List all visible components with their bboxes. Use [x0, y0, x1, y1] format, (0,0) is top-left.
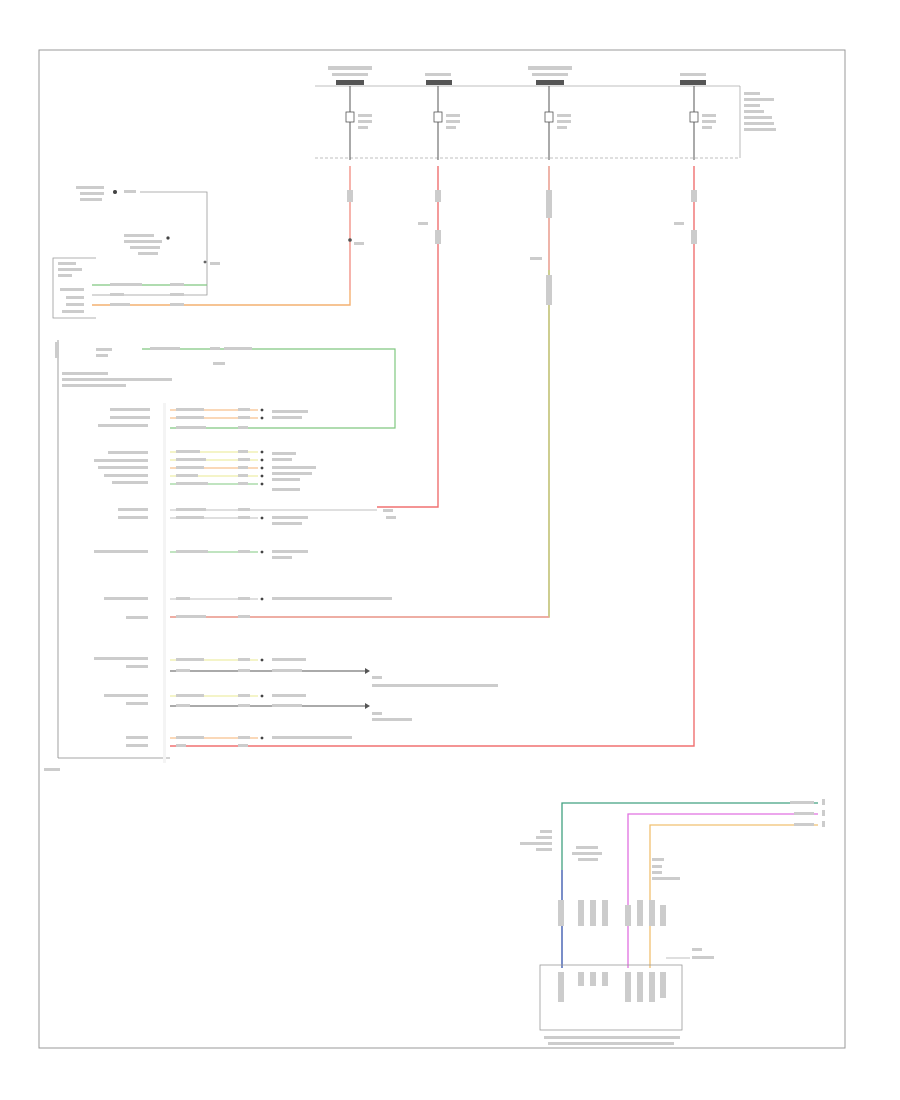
fuse-column-4: [680, 73, 716, 160]
fuse-column-1: [328, 66, 372, 160]
wire-fuse3: [170, 166, 552, 618]
bottom-right-module: [520, 799, 825, 1045]
left-connector-top: [52, 257, 207, 319]
upper-left-switch: [76, 186, 220, 296]
wire-fuse4: [170, 166, 697, 747]
module-pins: [163, 403, 166, 763]
main-module: [44, 340, 498, 771]
fuse-block: [315, 66, 776, 160]
fuse-column-2: [425, 73, 460, 160]
splice-dot-icon: [348, 238, 352, 242]
control-module-box: [539, 964, 683, 1031]
wire-fuse2: [377, 166, 441, 519]
diagram-frame: [38, 49, 846, 1049]
fuse-block-label: [744, 92, 776, 131]
ground-terminal-icon: [113, 190, 117, 194]
fuse-column-3: [528, 66, 572, 160]
